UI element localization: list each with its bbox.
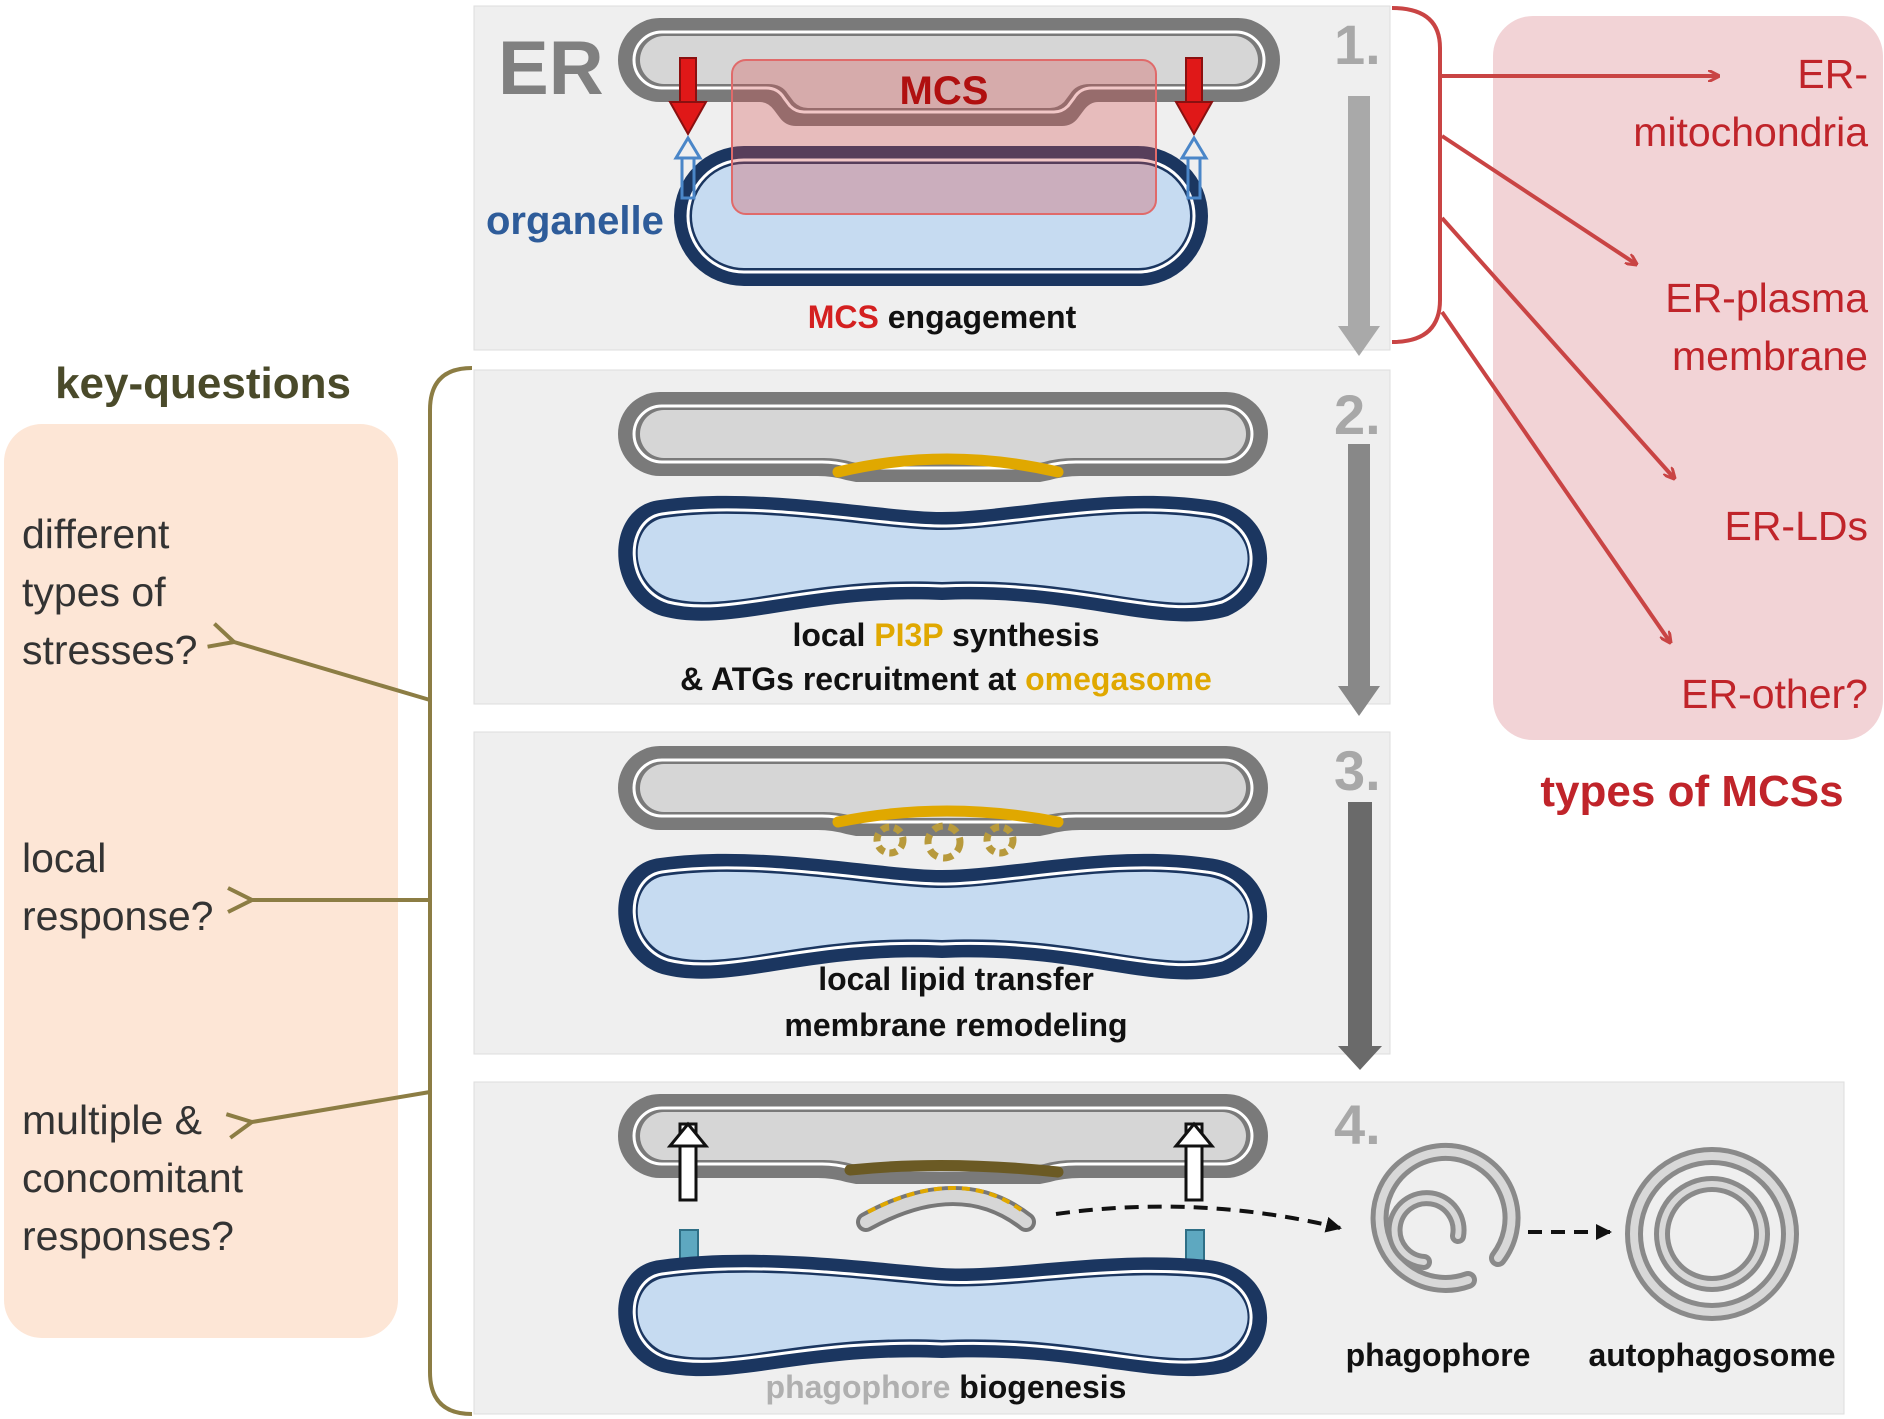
red-down-arrow-left xyxy=(668,57,708,137)
blue-up-arrow-left xyxy=(673,135,703,200)
step3-progress-arrow xyxy=(1338,802,1382,1070)
step2-caption-line2: & ATGs recruitment at omegasome xyxy=(680,661,1212,697)
kq-stress-line1: different xyxy=(22,511,170,557)
phagophore-label: phagophore xyxy=(1346,1337,1531,1373)
step4-organelle xyxy=(618,1254,1268,1377)
mcs-type-plasma-line2: membrane xyxy=(1672,333,1868,379)
key-questions-box xyxy=(4,424,398,1338)
step4-caption-phagophore: phagophore xyxy=(766,1369,951,1405)
step1-caption-mcs: MCS xyxy=(808,299,879,335)
arrow-to-stresses xyxy=(234,642,431,702)
step4-caption-biogenesis: biogenesis xyxy=(950,1369,1126,1405)
step2-caption-atgs: & ATGs recruitment at xyxy=(680,661,1025,697)
step2-er xyxy=(618,392,1268,482)
step2-caption-synthesis: synthesis xyxy=(943,617,1100,653)
kq-stress-line3: stresses? xyxy=(22,627,197,673)
kq-multiple-line2: concomitant xyxy=(22,1155,244,1201)
step2-omegasome xyxy=(832,453,1064,478)
step2-progress-arrow xyxy=(1338,444,1380,716)
mcs-type-mitochondria-line2: mitochondria xyxy=(1633,109,1868,155)
dashed-arrow-to-phagophore xyxy=(1055,1204,1342,1233)
mcs-label: MCS xyxy=(900,69,989,113)
key-questions-title: key-questions xyxy=(55,359,351,408)
step1-number: 1. xyxy=(1334,13,1381,76)
step4-caption: phagophore biogenesis xyxy=(766,1369,1127,1405)
kq-local-line2: response? xyxy=(22,893,213,939)
step3-er xyxy=(618,746,1268,836)
black-up-arrow-left xyxy=(666,1121,710,1202)
step2-organelle xyxy=(618,495,1268,622)
mcs-types-box xyxy=(1493,16,1883,740)
step1-organelle xyxy=(674,146,1208,286)
step4-number: 4. xyxy=(1334,1093,1381,1156)
step1-er xyxy=(618,18,1280,126)
step2-caption-pi3p: PI3P xyxy=(874,617,943,653)
step4-phagophore-cup xyxy=(856,1186,1036,1232)
step3-organelle xyxy=(618,853,1268,980)
mcs-type-plasma-line1: ER-plasma xyxy=(1665,275,1868,321)
step1-caption-rest: engagement xyxy=(879,299,1077,335)
arrow-to-plasma-membrane xyxy=(1440,134,1636,264)
step2-number: 2. xyxy=(1334,383,1381,446)
blue-up-arrow-right xyxy=(1179,135,1209,200)
step1-caption: MCS engagement xyxy=(808,299,1077,335)
organelle-label: organelle xyxy=(486,199,664,243)
mcs-type-lds: ER-LDs xyxy=(1724,503,1868,549)
er-label: ER xyxy=(498,26,604,111)
mcs-region xyxy=(731,59,1157,215)
arrow-to-multiple xyxy=(252,1090,431,1122)
step3-caption-line1: local lipid transfer xyxy=(818,961,1094,997)
autophagosome-label: autophagosome xyxy=(1588,1337,1835,1373)
mcs-types-title: types of MCSs xyxy=(1540,767,1843,816)
red-down-arrow-right xyxy=(1174,57,1214,137)
kq-multiple-line1: multiple & xyxy=(22,1097,202,1143)
step2-caption-omegasome: omegasome xyxy=(1025,661,1212,697)
step2-caption-line1: local PI3P synthesis xyxy=(792,617,1099,653)
step2-caption-local: local xyxy=(792,617,874,653)
step3-caption-line2: membrane remodeling xyxy=(784,1007,1127,1043)
autophagosome-shape xyxy=(1625,1147,1799,1321)
black-up-arrow-right xyxy=(1172,1121,1216,1202)
key-questions-bracket xyxy=(428,366,473,1416)
kq-local-line1: local xyxy=(22,835,106,881)
mcs-type-other: ER-other? xyxy=(1681,671,1868,717)
kq-stress-line2: types of xyxy=(22,569,166,615)
kq-multiple-line3: responses? xyxy=(22,1213,234,1259)
arrow-to-other xyxy=(1440,310,1670,642)
mcs-types-bracket xyxy=(1391,6,1442,344)
step3-number: 3. xyxy=(1334,739,1381,802)
step3-omegasome xyxy=(832,805,1064,828)
step4-depleted-omegasome xyxy=(844,1159,1064,1178)
step1-progress-arrow xyxy=(1338,96,1380,356)
step3-vesicles xyxy=(873,822,1017,862)
phagophore-shape xyxy=(1370,1142,1521,1293)
arrow-to-lds xyxy=(1440,216,1674,478)
step4-er xyxy=(618,1094,1268,1184)
mcs-type-mitochondria-line1: ER- xyxy=(1797,51,1868,97)
